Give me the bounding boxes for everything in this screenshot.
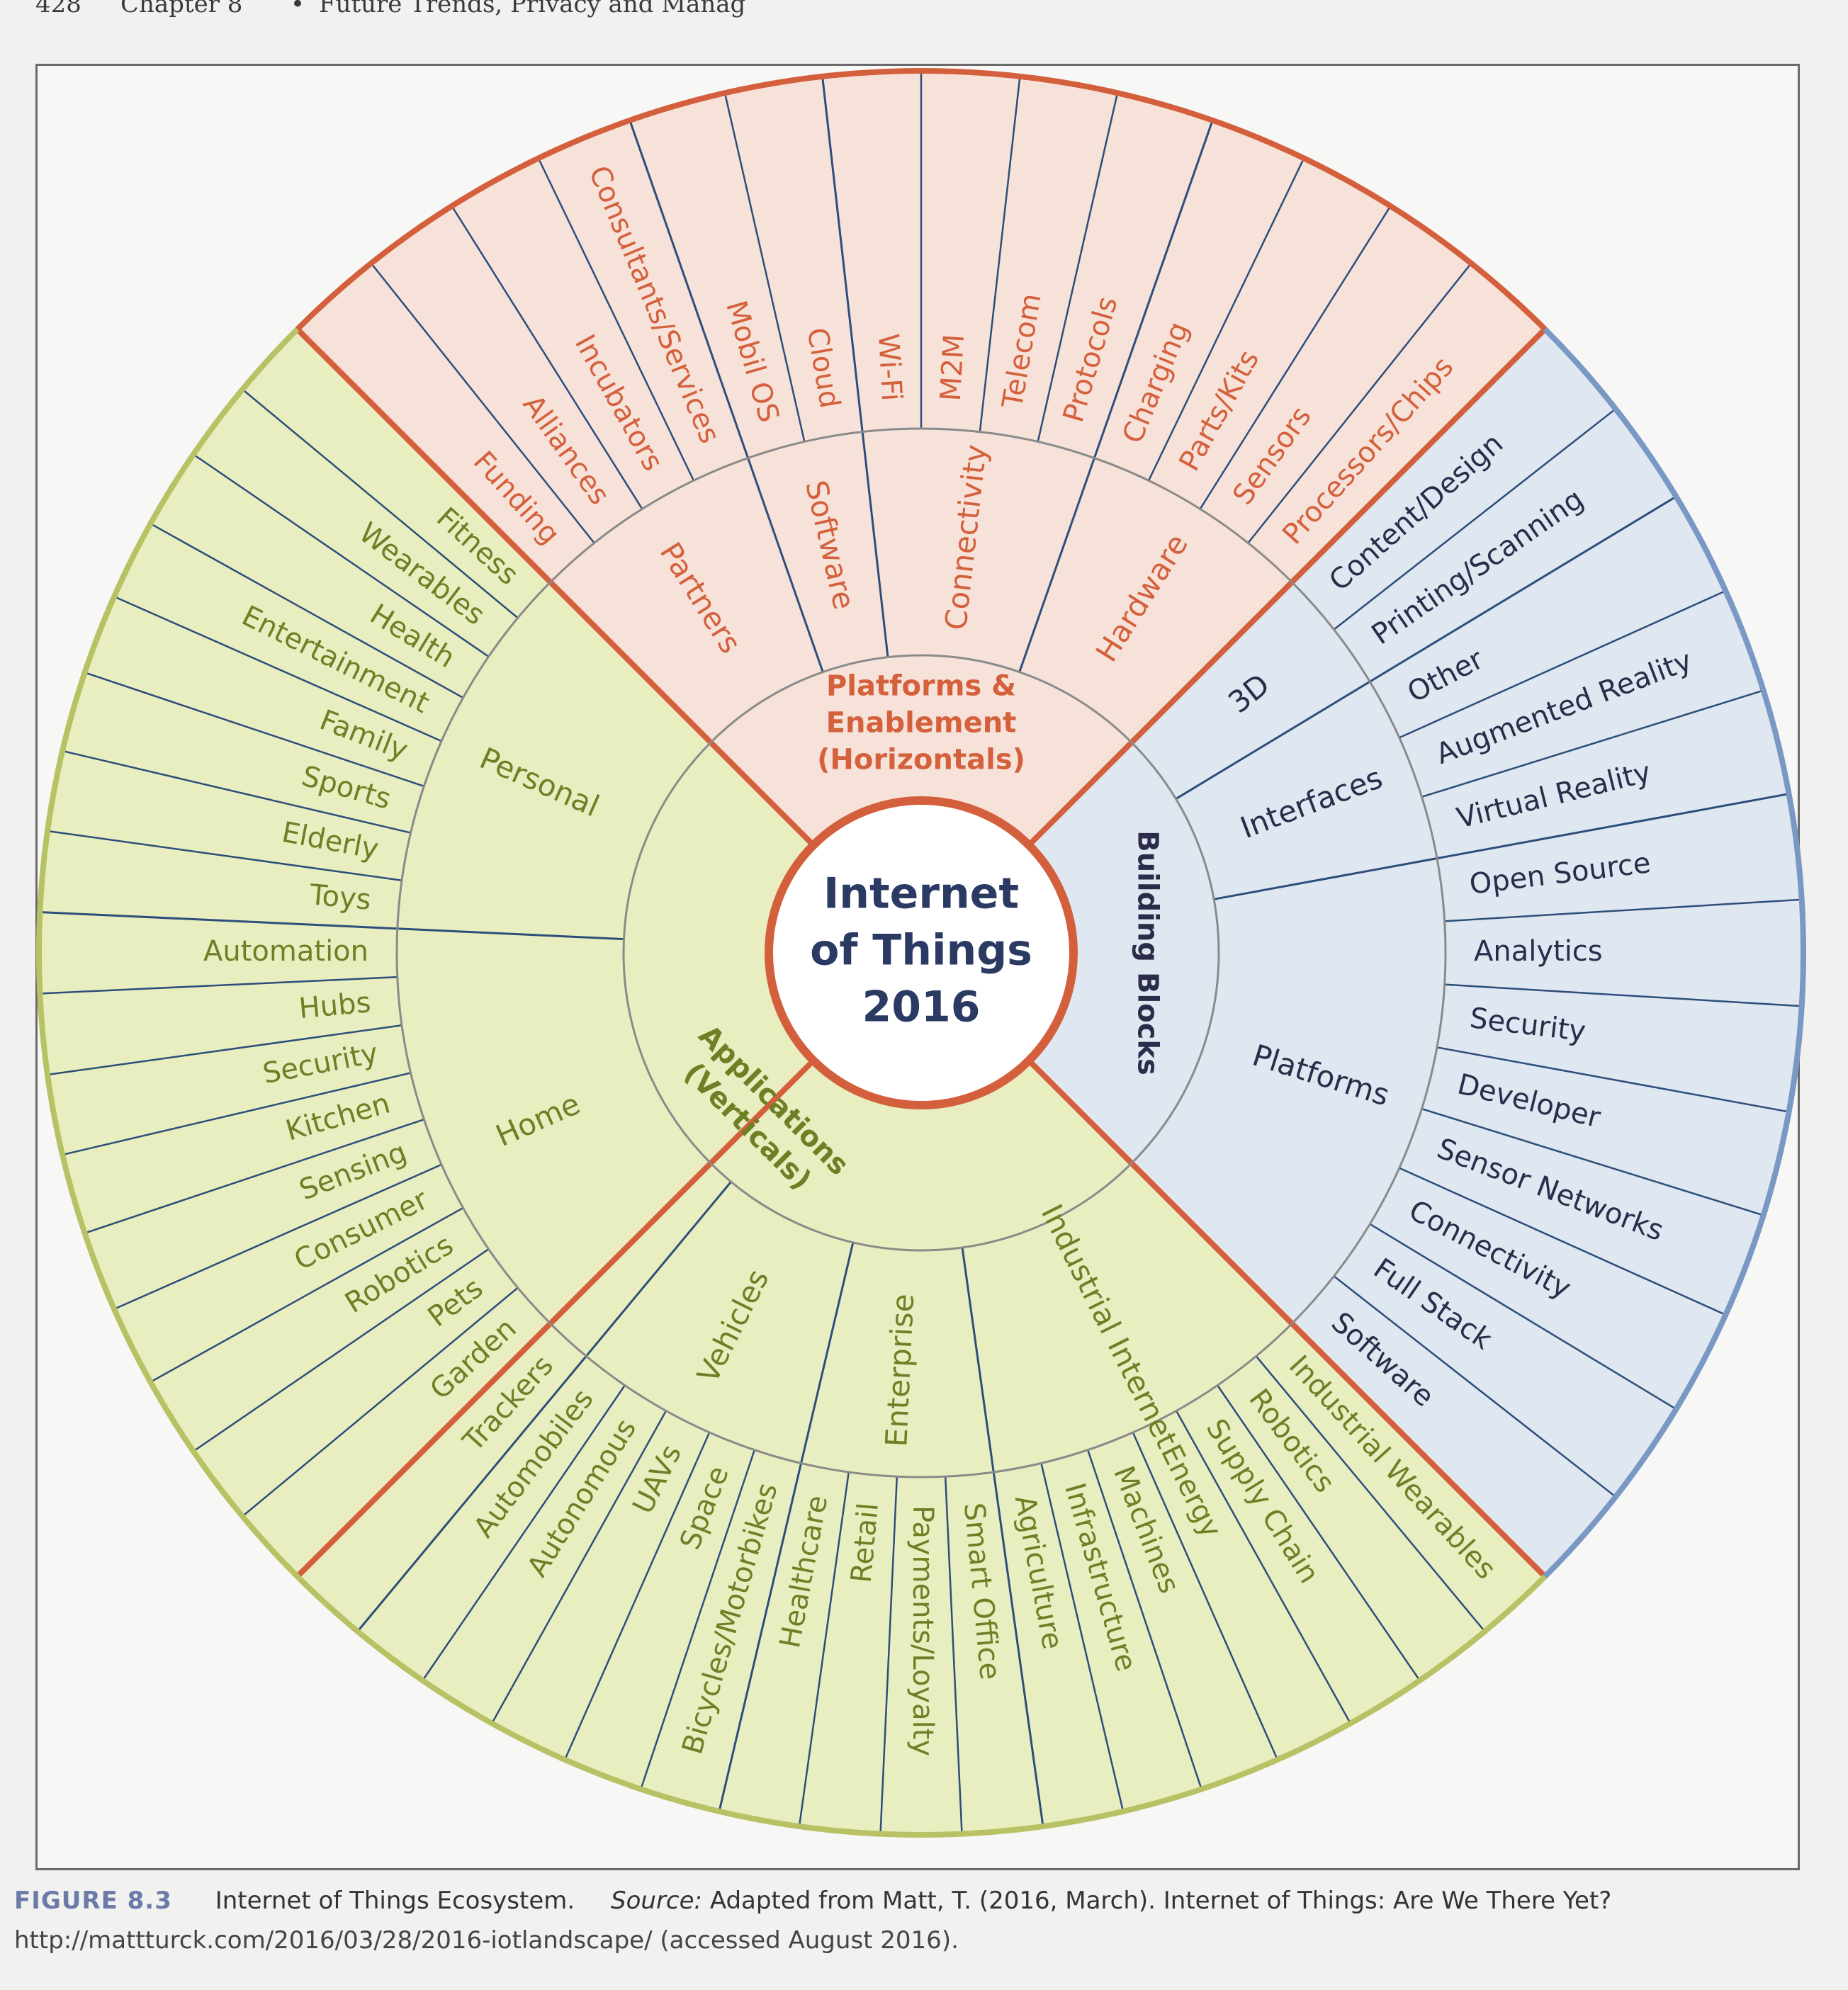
item-divider [1333, 408, 1616, 631]
item-divider [47, 830, 402, 882]
chapter-title: Future Trends, Privacy and Manag [319, 0, 746, 18]
item-divider [113, 1163, 442, 1311]
quadrant-divider [1027, 1058, 1548, 1579]
item-divider [879, 1476, 898, 1834]
item-divider [1444, 983, 1802, 1007]
center-title-line: of Things [810, 926, 1032, 976]
platforms-sub-divider [1018, 120, 1214, 673]
category-item: Analytics [1474, 935, 1603, 968]
item-divider [563, 1432, 711, 1760]
category-item: Toys [308, 878, 372, 917]
quadrant-label: Platforms & Enablement (Horizontals) [817, 670, 1025, 776]
item-divider [1132, 1432, 1279, 1760]
item-divider [84, 672, 424, 788]
quadrant-divider [295, 327, 816, 847]
platforms-outer-arc [295, 68, 1548, 332]
applications-sub-divider [40, 911, 624, 941]
item-divider [1217, 1384, 1421, 1681]
item-divider [242, 388, 519, 619]
platforms-sector [297, 71, 1545, 845]
building-outer-arc [1543, 327, 1806, 1579]
item-divider [1247, 262, 1472, 544]
item-divider [193, 1248, 490, 1452]
item-divider [640, 1449, 756, 1790]
item-divider [1255, 1355, 1486, 1632]
item-divider [1333, 1275, 1616, 1498]
item-divider [944, 1476, 963, 1834]
quadrant-label-line: Enablement [826, 707, 1017, 740]
item-divider [491, 1410, 667, 1724]
divider-layer [40, 71, 1802, 1834]
header-bullet: • [291, 0, 305, 18]
category-item: Payments/Loyalty [906, 1505, 939, 1756]
ring-layer [36, 68, 1806, 1838]
applications-sub-divider [718, 1242, 855, 1812]
category-item: Automation [203, 935, 368, 968]
item-divider [150, 523, 464, 699]
item-divider [370, 262, 595, 544]
chapter-label: Chapter 8 [120, 0, 243, 18]
source-text: Adapted from Matt, T. (2016, March). Int… [709, 1887, 1612, 1915]
building-sub-divider [1175, 495, 1677, 801]
item-divider [1399, 1167, 1726, 1316]
item-divider [1369, 1223, 1677, 1410]
quadrant-divider [1027, 327, 1548, 847]
item-divider [1421, 1107, 1764, 1216]
category-item: M2M [935, 333, 971, 402]
item-divider [1037, 92, 1119, 442]
item-divider [1436, 1046, 1789, 1113]
center-title-line: Internet [823, 869, 1019, 919]
category-item: Hubs [298, 986, 372, 1025]
platforms-sub-divider [629, 120, 824, 673]
item-divider [84, 1118, 424, 1234]
platforms-sub-divider [821, 76, 889, 657]
figure-number: FIGURE 8.3 [14, 1887, 172, 1915]
center-title-line: 2016 [862, 983, 981, 1032]
applications-sub-divider [961, 1247, 1044, 1827]
applications-sub-divider [356, 1181, 732, 1632]
item-divider [537, 157, 695, 481]
item-divider [150, 1206, 464, 1383]
item-divider [723, 92, 806, 442]
item-divider [451, 205, 643, 510]
item-divider [193, 453, 490, 657]
item-divider [113, 595, 442, 742]
iot-ecosystem-wheel: PartnersFundingAlliancesIncubatorsConsul… [36, 68, 1806, 1838]
figure-title: Internet of Things Ecosystem. [215, 1887, 575, 1915]
item-divider [1086, 1449, 1202, 1790]
item-divider [1444, 898, 1802, 922]
page-number: 428 [35, 0, 81, 18]
building-sub-divider [1213, 793, 1789, 900]
category-item: Retail [845, 1501, 885, 1584]
item-divider [40, 976, 398, 995]
item-divider [1175, 1410, 1351, 1724]
quadrant-label-line: (Horizontals) [817, 744, 1025, 776]
source-label: Source: [611, 1887, 702, 1915]
category-item: Wi-Fi [872, 333, 908, 402]
item-divider [1147, 157, 1305, 481]
item-divider [1040, 1463, 1125, 1812]
item-divider [979, 76, 1021, 432]
quadrant-label: Building Blocks [1132, 830, 1164, 1075]
center-circle [765, 796, 1078, 1109]
quadrant-divider [295, 1058, 816, 1579]
item-divider [1399, 589, 1726, 739]
quadrant-label-line: Platforms & [826, 670, 1016, 703]
item-divider [62, 750, 411, 834]
item-divider [422, 1384, 626, 1681]
item-divider [1421, 689, 1764, 798]
applications-outer-arc [36, 327, 1548, 1838]
figure-caption: FIGURE 8.3 Internet of Things Ecosystem.… [14, 1881, 1814, 1960]
source-url: http://mattturck.com/2016/03/28/2016-iot… [14, 1926, 959, 1955]
item-divider [47, 1024, 402, 1076]
item-divider [242, 1287, 519, 1517]
item-divider [62, 1072, 411, 1156]
ring-outline [395, 427, 1447, 1479]
page-header: 428 Chapter 8 • Future Trends, Privacy a… [0, 0, 1848, 28]
item-divider [798, 1471, 850, 1827]
item-divider [1199, 205, 1392, 510]
subcategory-label: Enterprise [879, 1293, 920, 1447]
building-sector [1029, 329, 1803, 1577]
ring-outline [622, 654, 1220, 1252]
